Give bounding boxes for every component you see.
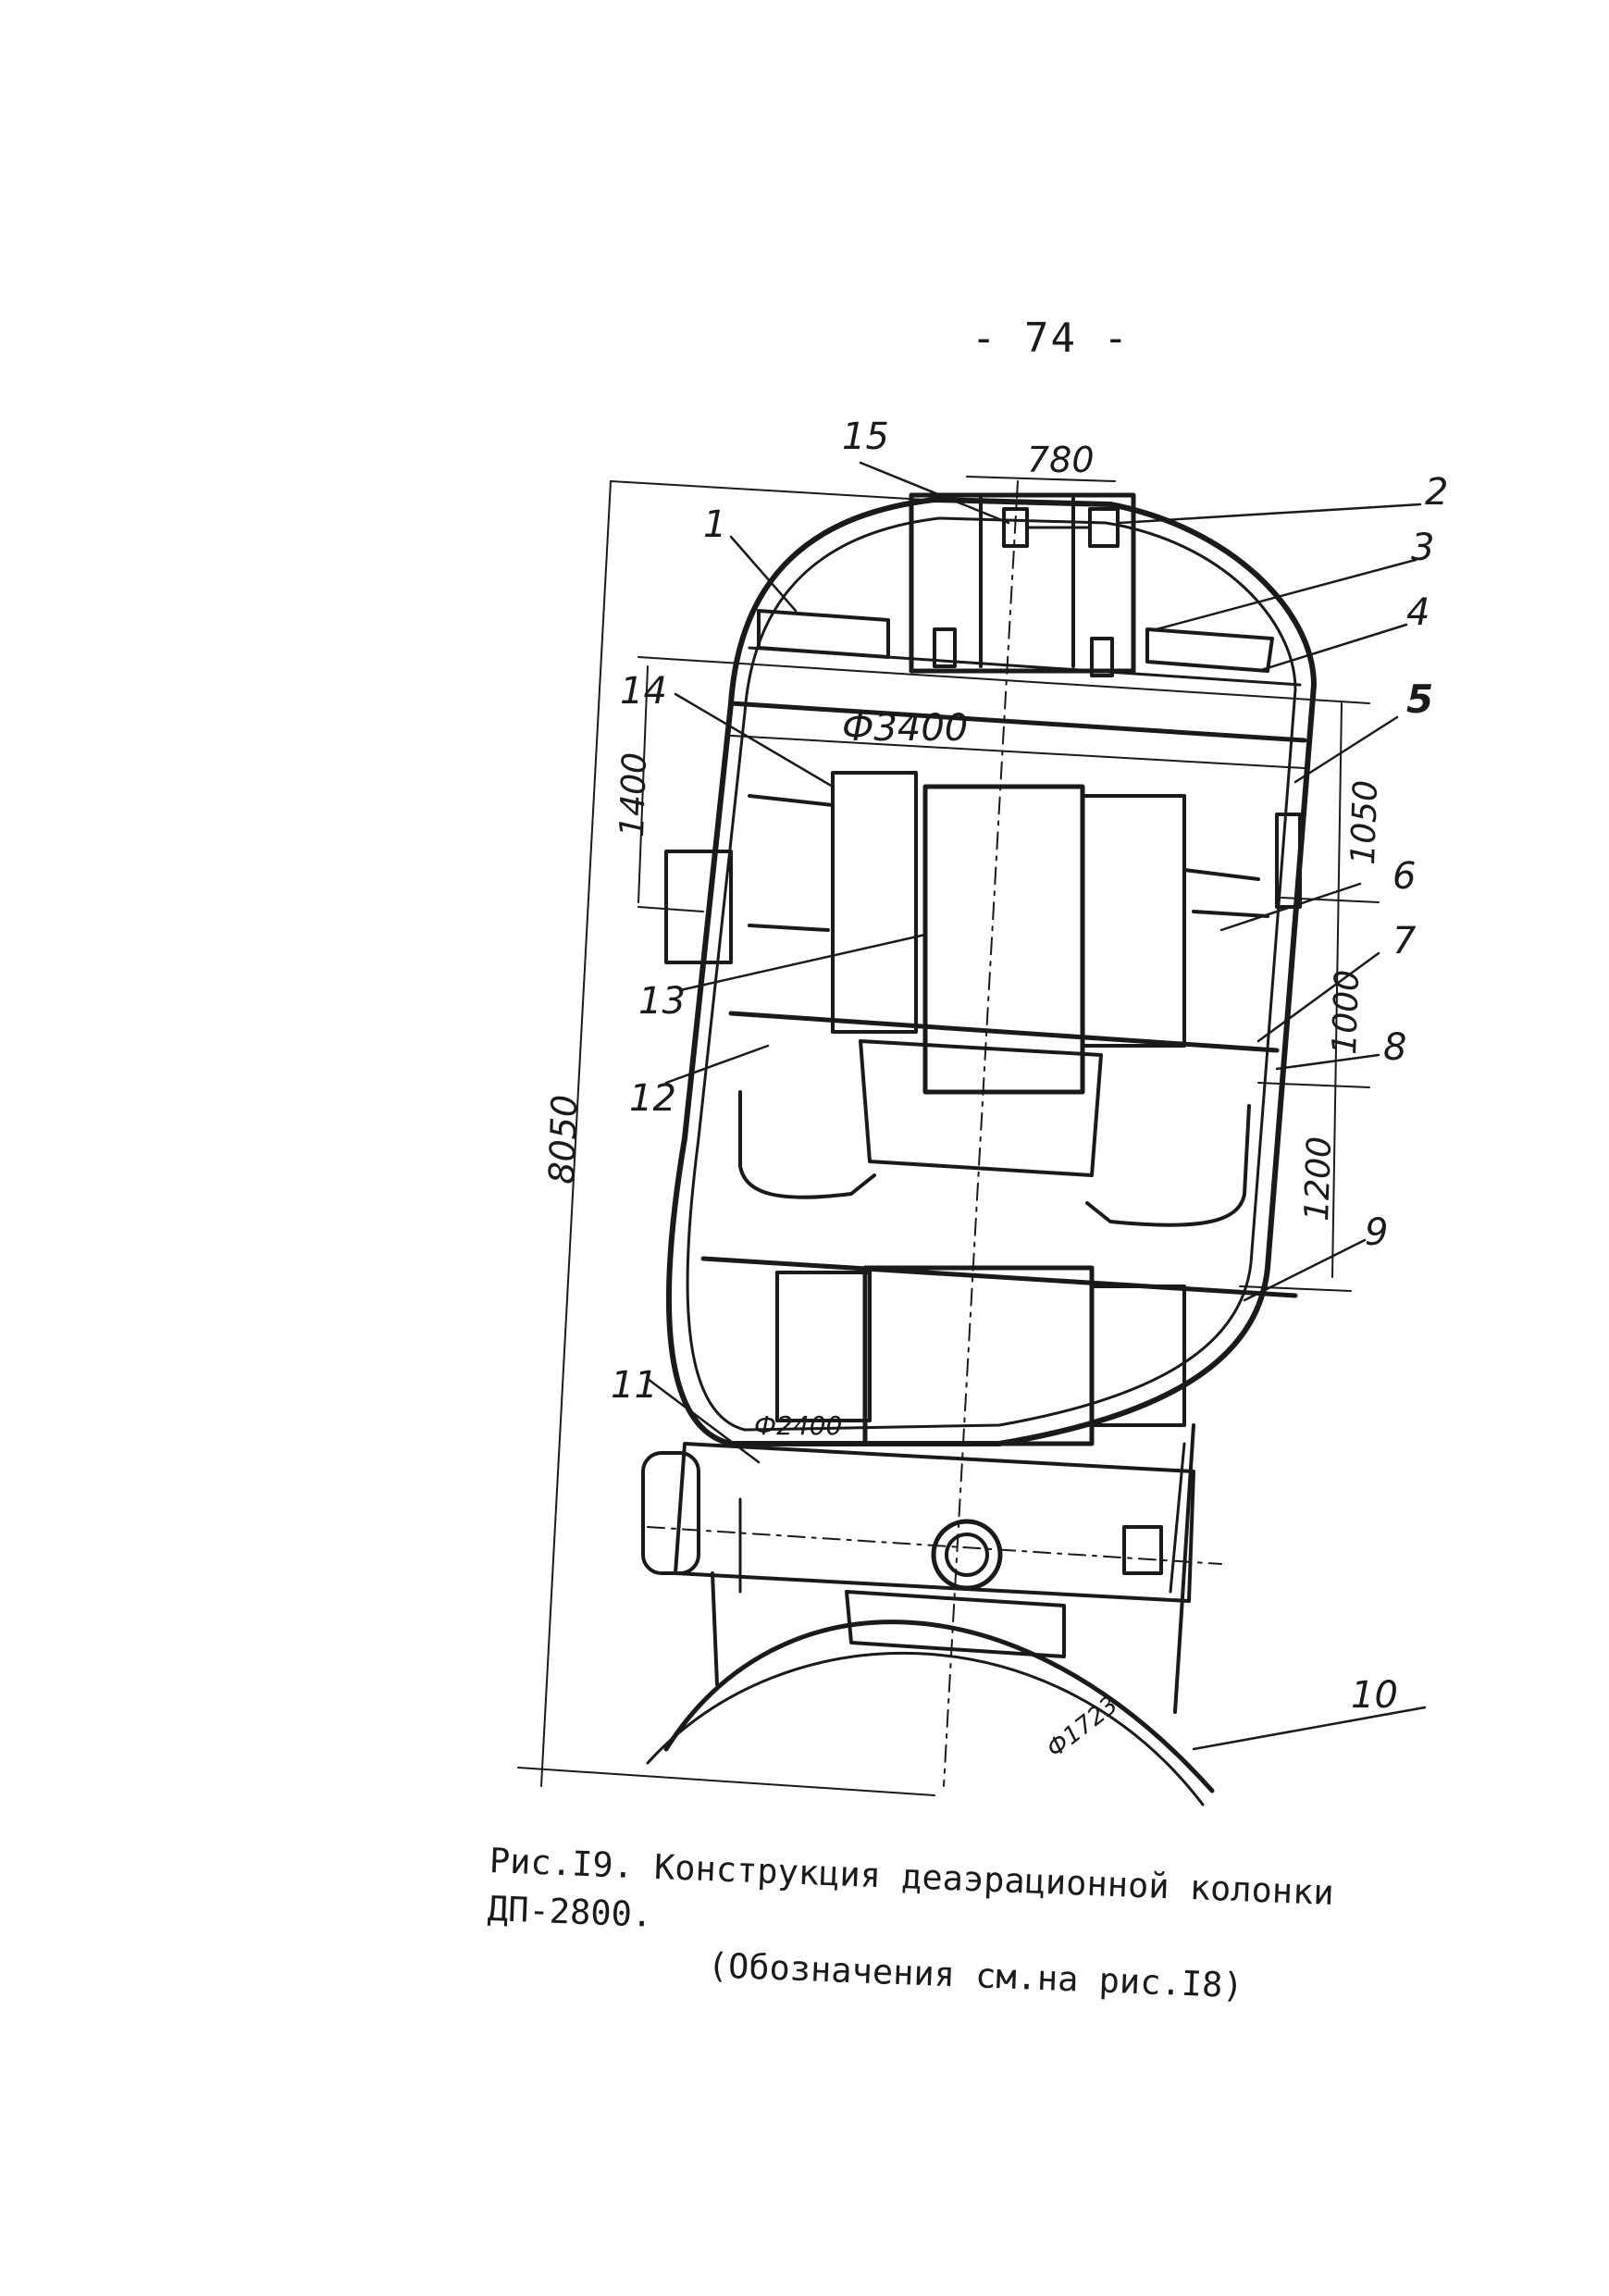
dim-1000: 1000 xyxy=(1326,969,1367,1055)
item-labels: 15 2 3 4 5 6 7 8 9 10 11 12 13 14 1 xyxy=(611,416,1448,1717)
leader-lines xyxy=(646,461,1427,1751)
label-9: 9 xyxy=(1365,1211,1388,1254)
lower-header-pipe xyxy=(641,1442,1195,1658)
column-shell xyxy=(646,497,1317,1806)
dim-780: 780 xyxy=(1027,440,1095,480)
label-6: 6 xyxy=(1392,855,1416,898)
label-13: 13 xyxy=(638,980,686,1023)
label-11: 11 xyxy=(611,1364,658,1407)
dim-2400: Ф2400 xyxy=(754,1410,842,1441)
label-5: 5 xyxy=(1406,676,1433,722)
label-3: 3 xyxy=(1411,527,1434,569)
label-8: 8 xyxy=(1383,1026,1406,1069)
dimension-labels: 780 Ф3400 1400 1050 1000 1200 8050 Ф2400… xyxy=(541,440,1385,1764)
label-12: 12 xyxy=(629,1077,676,1120)
label-7: 7 xyxy=(1392,920,1417,962)
label-1: 1 xyxy=(703,503,726,546)
upper-compartment xyxy=(664,701,1307,1095)
label-10: 10 xyxy=(1351,1674,1398,1717)
label-4: 4 xyxy=(1406,591,1430,634)
dim-1050: 1050 xyxy=(1344,779,1385,865)
dim-8050: 8050 xyxy=(541,1094,585,1185)
lower-compartment xyxy=(700,1039,1298,1446)
dim-1723: Ф1723 xyxy=(1042,1691,1123,1763)
top-distribution-assembly xyxy=(748,492,1302,687)
label-15: 15 xyxy=(842,416,889,458)
page-number: - 74 - xyxy=(972,315,1130,362)
dim-1200: 1200 xyxy=(1298,1136,1339,1222)
dim-3400: Ф3400 xyxy=(842,707,968,750)
label-2: 2 xyxy=(1425,471,1448,514)
label-14: 14 xyxy=(620,670,667,713)
dim-1400: 1400 xyxy=(613,751,654,838)
dimension-lines xyxy=(517,476,1380,1796)
